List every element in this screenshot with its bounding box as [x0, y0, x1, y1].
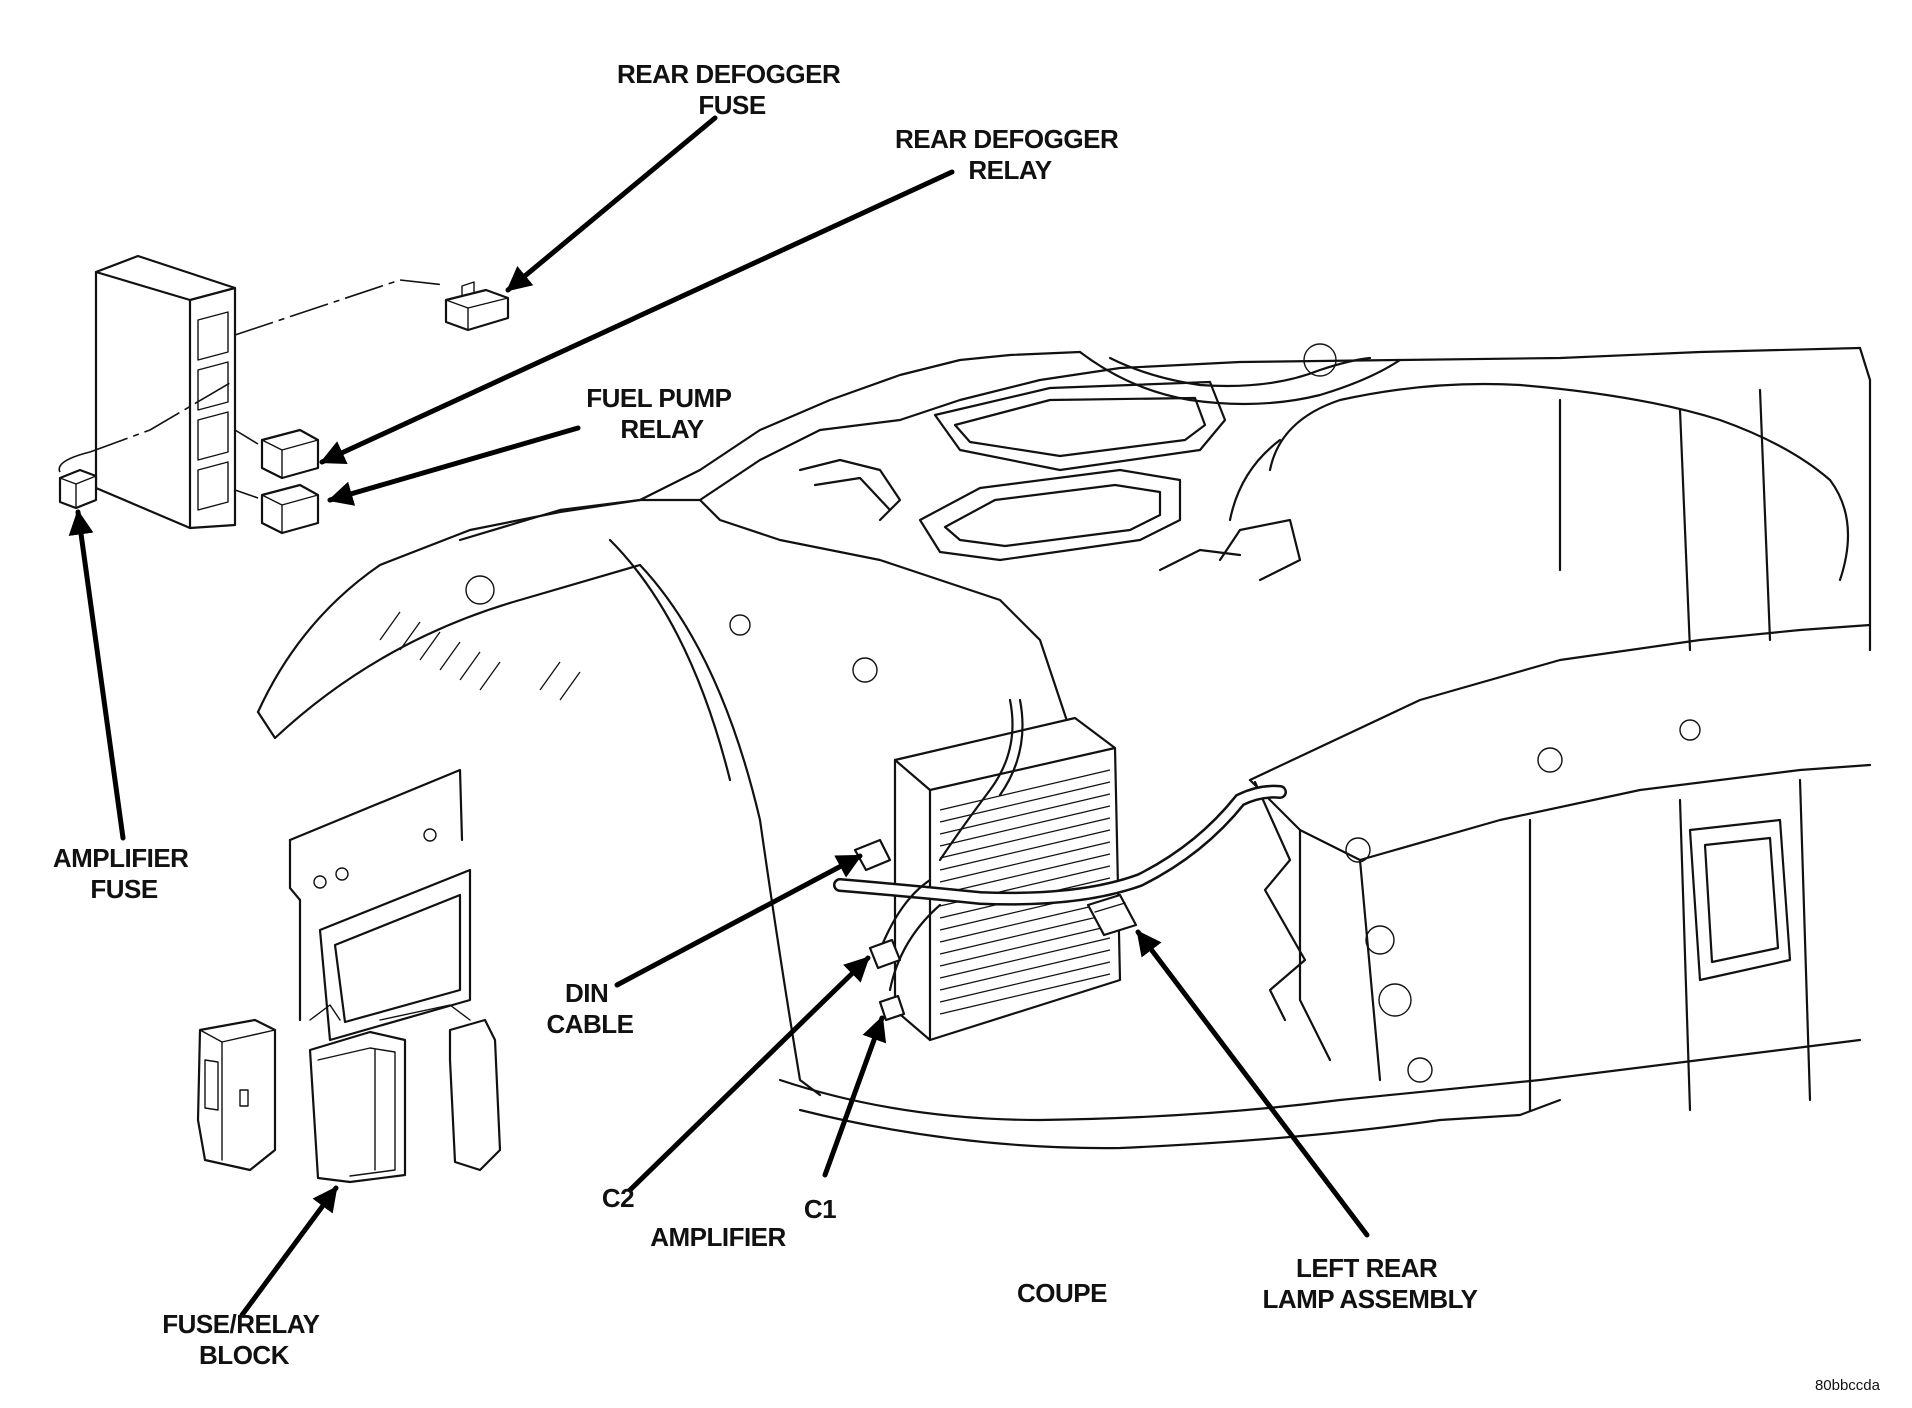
amplifier-label: AMPLIFIER [650, 1222, 786, 1252]
rear-defogger-fuse-label: REAR DEFOGGER FUSE [617, 59, 847, 120]
callout-labels: REAR DEFOGGER FUSE REAR DEFOGGER RELAY F… [53, 59, 1881, 1394]
coupe-label: COUPE [1017, 1278, 1107, 1308]
fuse-relay-block-label: FUSE/RELAY BLOCK [162, 1309, 326, 1370]
c1-label: C1 [804, 1194, 836, 1224]
left-rear-lamp-assembly-label: LEFT REAR LAMP ASSEMBLY [1262, 1253, 1477, 1314]
fuel-pump-relay-label: FUEL PUMP RELAY [586, 383, 738, 444]
c2-label: C2 [602, 1183, 634, 1213]
din-cable-label: DIN CABLE [546, 978, 633, 1039]
vehicle-body-illustration [256, 343, 1872, 1150]
amplifier-fuse-label: AMPLIFIER FUSE [53, 843, 195, 904]
figure-code: 80bbccda [1815, 1377, 1881, 1394]
rear-defogger-relay-label: REAR DEFOGGER RELAY [895, 124, 1125, 185]
fuse-relay-block-illustration [196, 1004, 502, 1184]
relay-box-illustration [58, 254, 510, 535]
amplifier-illustration [833, 698, 1287, 1042]
leader-arrows [68, 115, 1370, 1318]
